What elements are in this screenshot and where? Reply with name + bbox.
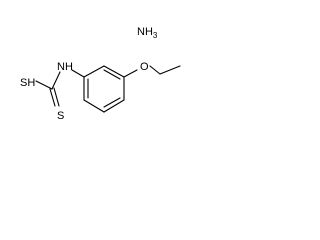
s-label: S	[57, 110, 64, 122]
ammonia-label: NH3	[137, 26, 158, 40]
ethyl-bond-2	[159, 65, 181, 75]
oxygen-label: O	[140, 61, 149, 73]
molecule-drawing: NH3 NH SH S O	[20, 26, 181, 122]
ring-to-oxygen-bond	[123, 69, 138, 78]
carbon-to-sh-bond	[35, 80, 53, 90]
nh-to-carbon-bond	[51, 71, 61, 90]
nh-label: NH	[57, 61, 73, 73]
structure-canvas: NH3 NH SH S O	[0, 0, 214, 151]
ethyl-bond-1	[149, 65, 161, 75]
carbon-to-s-double-bond-a	[49, 88, 56, 107]
carbon-to-s-double-bond-b	[53, 87, 60, 107]
ring-to-nh-bond	[71, 69, 85, 78]
benzene-ring	[83, 65, 125, 113]
sh-label: SH	[20, 77, 35, 89]
